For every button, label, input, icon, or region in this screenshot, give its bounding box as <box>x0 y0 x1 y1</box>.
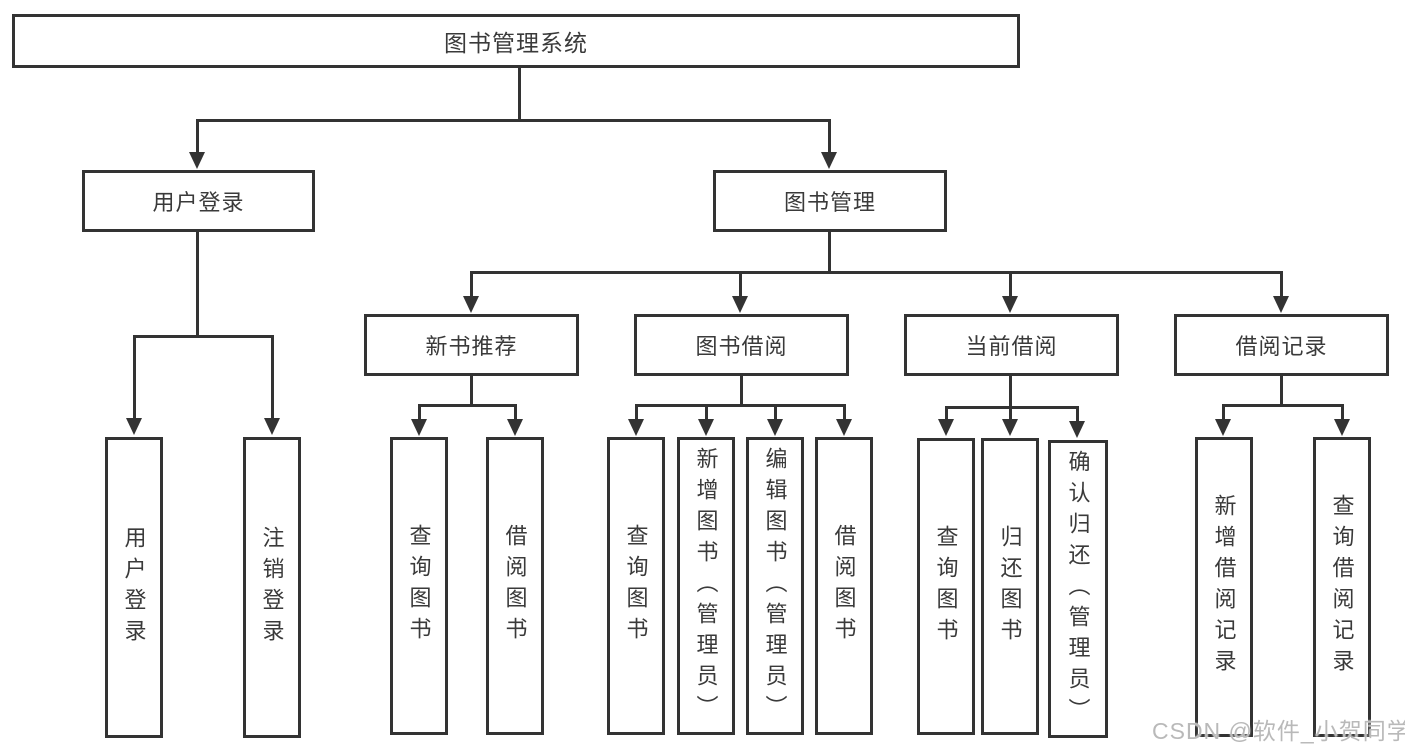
leaf-query-borrow-record: 查询借阅记录 <box>1313 437 1371 737</box>
leaf-edit-book-admin-label: 编辑图书（管理员） <box>762 446 788 726</box>
leaf-query-books-current-label: 查询图书 <box>933 524 959 649</box>
arrow-stem <box>1280 271 1283 298</box>
leaf-query-borrow-record-label: 查询借阅记录 <box>1329 494 1355 680</box>
arrowhead-icon <box>411 419 427 436</box>
arrowhead-icon <box>732 296 748 313</box>
node-user-login: 用户登录 <box>82 170 315 232</box>
connector-hline <box>635 404 846 407</box>
arrow-stem <box>514 404 517 421</box>
arrow-stem <box>271 335 274 419</box>
arrow-stem <box>418 404 421 421</box>
leaf-query-books-borrowing-label: 查询图书 <box>623 524 649 648</box>
arrow-stem <box>1009 271 1012 298</box>
leaf-add-book-admin: 新增图书（管理员） <box>677 437 735 735</box>
arrowhead-icon <box>507 419 523 436</box>
arrow-stem <box>945 406 948 421</box>
arrowhead-icon <box>821 152 837 169</box>
connector-hline <box>133 335 274 338</box>
arrow-stem <box>133 335 136 419</box>
leaf-return-books: 归还图书 <box>981 438 1039 735</box>
node-book-borrowing-label: 图书借阅 <box>695 334 788 359</box>
arrow-stem <box>828 119 831 154</box>
leaf-borrow-books-recommend-label: 借阅图书 <box>502 524 528 648</box>
connector-vline <box>828 231 831 273</box>
arrow-stem <box>1076 406 1079 421</box>
node-root-label: 图书管理系统 <box>444 30 588 56</box>
leaf-return-books-label: 归还图书 <box>997 524 1023 649</box>
csdn-watermark: CSDN @软件_小贺同学 <box>1152 718 1405 744</box>
leaf-edit-book-admin: 编辑图书（管理员） <box>746 437 804 735</box>
node-user-login-label: 用户登录 <box>152 190 245 215</box>
connector-hline <box>1222 404 1344 407</box>
leaf-borrow-books-borrowing-label: 借阅图书 <box>831 524 857 648</box>
arrow-stem <box>470 271 473 298</box>
node-current-borrowing-label: 当前借阅 <box>965 334 1058 359</box>
connector-hline <box>470 271 1283 274</box>
leaf-logout: 注销登录 <box>243 437 301 738</box>
arrowhead-icon <box>836 419 852 436</box>
leaf-add-borrow-record: 新增借阅记录 <box>1195 437 1253 737</box>
arrowhead-icon <box>189 152 205 169</box>
arrowhead-icon <box>1334 419 1350 436</box>
connector-hline <box>945 406 1079 409</box>
leaf-query-books-recommend-label: 查询图书 <box>406 524 432 648</box>
leaf-logout-label: 注销登录 <box>259 525 285 650</box>
arrowhead-icon <box>264 418 280 435</box>
arrow-stem <box>1009 406 1012 421</box>
arrowhead-icon <box>1215 419 1231 436</box>
node-book-management-label: 图书管理 <box>783 190 876 215</box>
leaf-query-books-current: 查询图书 <box>917 438 975 735</box>
arrowhead-icon <box>1069 421 1085 438</box>
leaf-add-borrow-record-label: 新增借阅记录 <box>1211 494 1237 680</box>
connector-vline <box>196 231 199 337</box>
connector-vline <box>740 375 743 406</box>
arrowhead-icon <box>1002 419 1018 436</box>
leaf-confirm-return-admin: 确认归还（管理员） <box>1048 440 1108 738</box>
connector-vline <box>1009 375 1012 408</box>
leaf-user-login: 用户登录 <box>105 437 163 738</box>
node-new-book-recommendation-label: 新书推荐 <box>425 334 518 359</box>
arrowhead-icon <box>1273 296 1289 313</box>
connector-vline <box>518 68 521 120</box>
node-book-management: 图书管理 <box>713 170 947 232</box>
arrowhead-icon <box>463 296 479 313</box>
leaf-add-book-admin-label: 新增图书（管理员） <box>693 446 719 726</box>
arrowhead-icon <box>767 419 783 436</box>
arrow-stem <box>1222 404 1225 421</box>
node-book-borrowing: 图书借阅 <box>634 314 849 376</box>
arrow-stem <box>705 404 708 421</box>
arrowhead-icon <box>1002 296 1018 313</box>
arrow-stem <box>739 271 742 298</box>
connector-hline <box>196 119 831 122</box>
connector-vline <box>470 375 473 406</box>
node-current-borrowing: 当前借阅 <box>904 314 1119 376</box>
node-root: 图书管理系统 <box>12 14 1020 68</box>
arrow-stem <box>1341 404 1344 421</box>
leaf-borrow-books-recommend: 借阅图书 <box>486 437 544 735</box>
arrowhead-icon <box>628 419 644 436</box>
arrowhead-icon <box>698 419 714 436</box>
node-borrowing-records: 借阅记录 <box>1174 314 1389 376</box>
connector-hline <box>418 404 517 407</box>
leaf-borrow-books-borrowing: 借阅图书 <box>815 437 873 735</box>
arrow-stem <box>635 404 638 421</box>
arrowhead-icon <box>126 418 142 435</box>
node-borrowing-records-label: 借阅记录 <box>1235 334 1328 359</box>
connector-vline <box>1280 375 1283 406</box>
leaf-confirm-return-admin-label: 确认归还（管理员） <box>1065 449 1091 729</box>
arrowhead-icon <box>938 419 954 436</box>
leaf-query-books-recommend: 查询图书 <box>390 437 448 735</box>
leaf-user-login-label: 用户登录 <box>121 525 147 650</box>
arrow-stem <box>843 404 846 421</box>
node-new-book-recommendation: 新书推荐 <box>364 314 579 376</box>
leaf-query-books-borrowing: 查询图书 <box>607 437 665 735</box>
arrow-stem <box>774 404 777 421</box>
arrow-stem <box>196 119 199 154</box>
